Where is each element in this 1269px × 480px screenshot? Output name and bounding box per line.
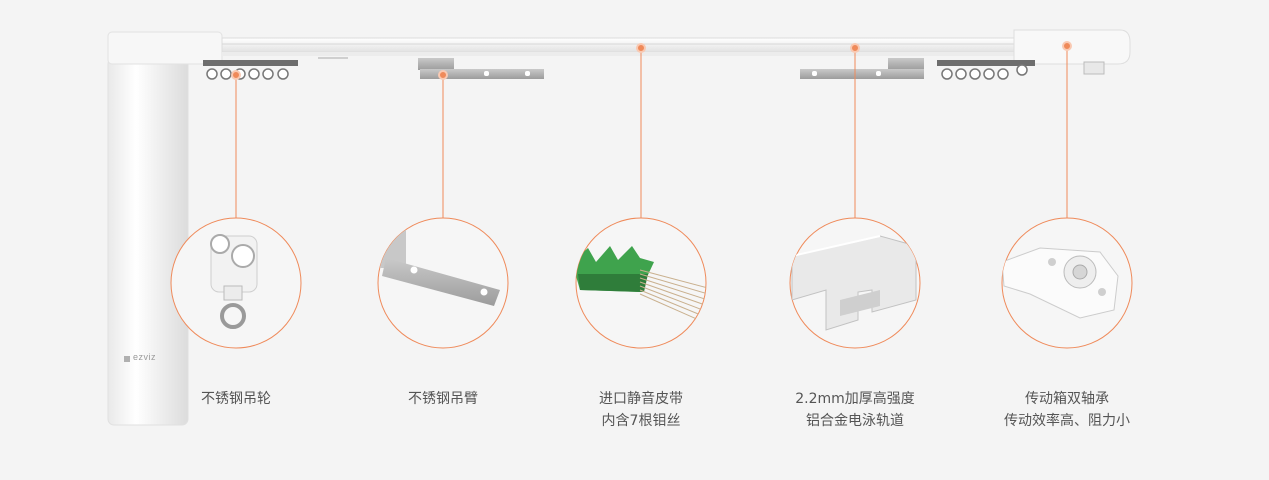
feature-label-line: 不锈钢吊臂 bbox=[408, 391, 478, 407]
rail bbox=[221, 37, 1023, 59]
feature-label-line: 传动箱双轴承 bbox=[1025, 391, 1109, 407]
feature-label-pulley: 不锈钢吊轮 bbox=[126, 388, 346, 410]
feature-label-gearbox: 传动箱双轴承 传动效率高、阻力小 bbox=[957, 388, 1177, 432]
gearbox-icon bbox=[1001, 217, 1133, 349]
feature-label-line: 铝合金电泳轨道 bbox=[806, 413, 904, 429]
pulley-wheel-icon bbox=[170, 217, 302, 349]
rail-profile-icon bbox=[789, 217, 921, 349]
callout-dots bbox=[231, 41, 1072, 80]
feature-label-line: 内含7根钼丝 bbox=[601, 413, 681, 429]
brand-logo: ezviz bbox=[133, 352, 157, 362]
pulley-group-left bbox=[203, 60, 298, 80]
feature-label-line: 传动效率高、阻力小 bbox=[1004, 413, 1130, 429]
hanging-arm-left bbox=[418, 58, 544, 79]
feature-label-line: 进口静音皮带 bbox=[599, 391, 683, 407]
pulley-group-right bbox=[937, 60, 1035, 80]
callout-lines bbox=[235, 46, 1068, 218]
feature-label-rail: 2.2mm加厚高强度 铝合金电泳轨道 bbox=[745, 388, 965, 432]
belt-icon bbox=[575, 217, 707, 349]
feature-label-arm: 不锈钢吊臂 bbox=[333, 388, 553, 410]
gearbox-end bbox=[1013, 29, 1131, 75]
feature-label-belt: 进口静音皮带 内含7根钼丝 bbox=[531, 388, 751, 432]
feature-label-line: 2.2mm加厚高强度 bbox=[795, 391, 915, 407]
feature-label-line: 不锈钢吊轮 bbox=[201, 391, 271, 407]
hanging-arm-icon bbox=[377, 217, 509, 349]
hanging-arm-right bbox=[800, 58, 924, 79]
